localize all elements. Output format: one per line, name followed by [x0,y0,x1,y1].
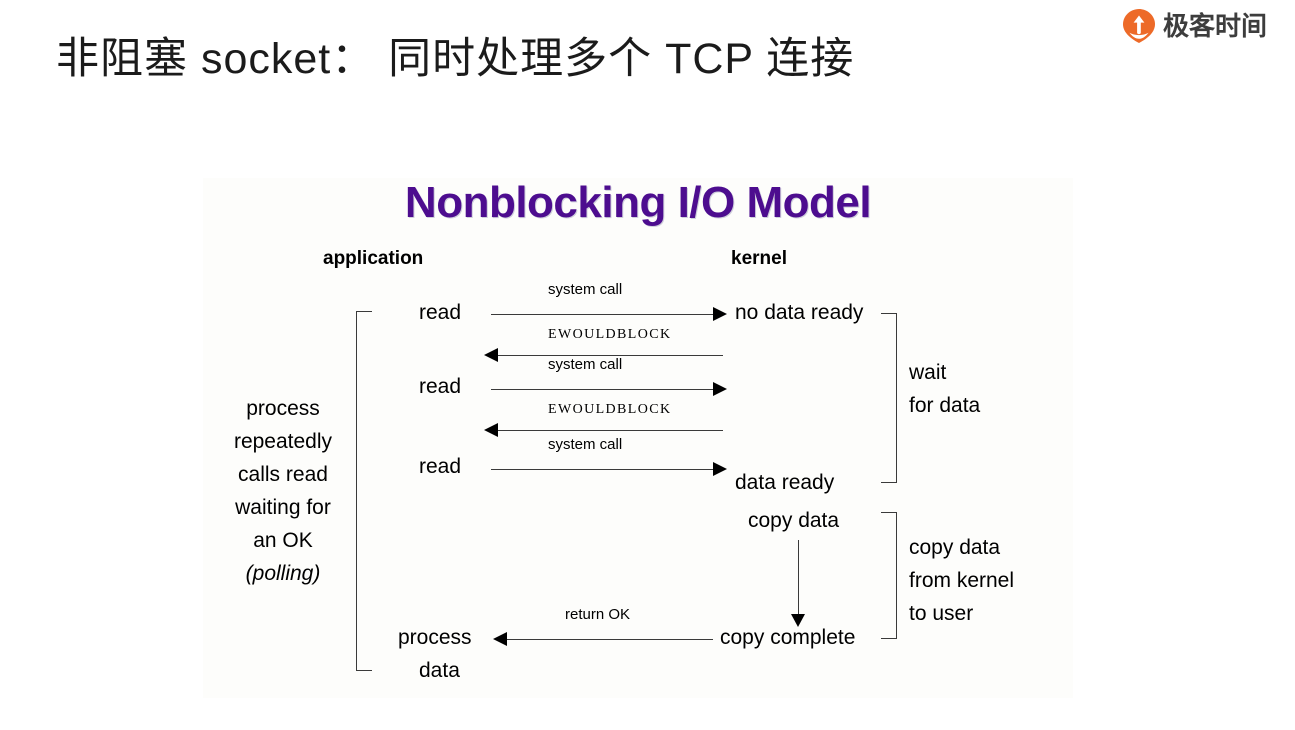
label-data: data [419,659,460,682]
copy-data-bracket [881,512,897,639]
brand-logo: 极客时间 [1122,8,1267,44]
right-note-2-line-1: copy data [909,536,1001,559]
diagram-title: Nonblocking I/O Model [404,178,872,227]
arrow-label-ewouldblock-2: EWOULDBLOCK [548,402,672,417]
label-copy-data: copy data [748,509,840,532]
left-note-line-4: waiting for [235,496,331,519]
page-title: 非阻塞 socket： 同时处理多个 TCP 连接 [56,35,855,83]
arrow-label-return-ok: return OK [565,606,631,623]
arrow-head-system-call-2 [713,382,727,396]
right-note-2-line-2: from kernel [909,569,1015,592]
left-note-line-1: process [246,397,320,420]
geek-time-pin-logo-icon [1122,9,1155,43]
left-note-line-5: an OK [253,529,313,552]
left-note-line-3: calls read [238,463,328,486]
arrow-head-system-call-1 [713,307,727,321]
label-process: process [398,626,472,649]
arrow-line-ewouldblock-2 [498,430,723,431]
arrow-line-copy-data [798,540,799,616]
arrow-head-copy-data [791,614,805,627]
arrow-label-system-call-1: system call [548,281,623,298]
label-no-data-ready: no data ready [735,301,864,324]
brand-name: 极客时间 [1162,11,1267,41]
arrow-head-system-call-3 [713,462,727,476]
column-header-kernel: kernel [731,248,787,269]
wait-for-data-bracket [881,313,897,483]
arrow-head-ewouldblock-1 [484,348,498,362]
arrow-head-return-ok [493,632,507,646]
label-read-3: read [419,455,462,478]
left-note-polling: (polling) [245,562,321,585]
arrow-label-system-call-3: system call [548,436,623,453]
column-header-application: application [323,248,424,269]
application-bracket [356,311,372,671]
arrow-line-system-call-1 [491,314,713,315]
arrow-head-ewouldblock-2 [484,423,498,437]
right-note-2-line-3: to user [909,602,974,625]
label-read-2: read [419,375,462,398]
arrow-line-system-call-3 [491,469,713,470]
arrow-line-return-ok [507,639,713,640]
label-data-ready: data ready [735,471,835,494]
arrow-line-system-call-2 [491,389,713,390]
right-note-1-line-2: for data [909,394,981,417]
arrow-line-ewouldblock-1 [498,355,723,356]
left-note-line-2: repeatedly [233,430,333,453]
arrow-label-ewouldblock-1: EWOULDBLOCK [548,327,672,342]
label-copy-complete: copy complete [720,626,856,649]
arrow-label-system-call-2: system call [548,356,623,373]
label-read-1: read [419,301,462,324]
nonblocking-io-diagram: Nonblocking I/O Model application kernel… [203,178,1073,698]
right-note-1-line-1: wait [909,361,947,384]
